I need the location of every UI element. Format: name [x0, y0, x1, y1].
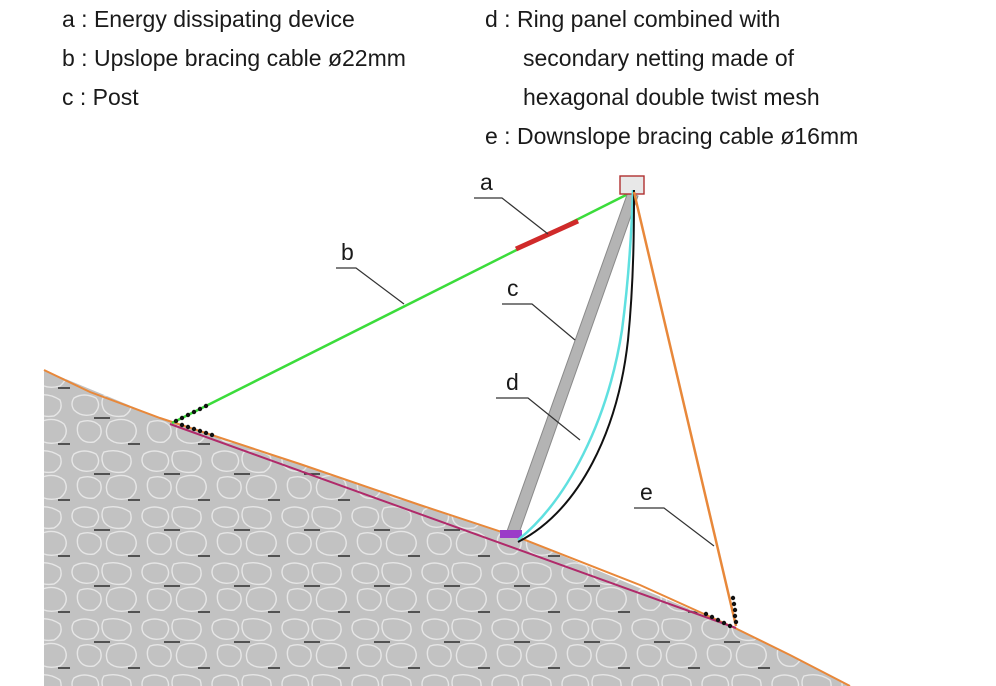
slope-base-line	[169, 423, 737, 629]
legend-item-d-line3: hexagonal double twist mesh	[523, 84, 820, 110]
legend-item-e: e : Downslope bracing cable ø16mm	[485, 123, 859, 149]
post-base-plate	[500, 530, 522, 538]
upslope-anchor	[173, 403, 215, 438]
legend-item-b: b : Upslope bracing cable ø22mm	[62, 45, 406, 71]
ground-slope	[44, 370, 850, 686]
legend-left: a : Energy dissipating device b : Upslop…	[62, 0, 406, 117]
label-a: a	[480, 169, 493, 195]
legend-item-a: a : Energy dissipating device	[62, 6, 355, 32]
downslope-bracing-cable	[632, 191, 738, 627]
label-b: b	[341, 239, 354, 265]
slope-surface-line	[43, 369, 851, 686]
legend-right: d : Ring panel combined with secondary n…	[485, 0, 858, 156]
legend-item-d-line1: d : Ring panel combined with	[485, 6, 781, 32]
legend-item-c: c : Post	[62, 84, 139, 110]
downslope-anchor	[703, 595, 739, 629]
label-c: c	[507, 275, 519, 301]
label-d: d	[506, 369, 519, 395]
energy-dissipating-device	[514, 218, 580, 252]
ring-net-cyan	[517, 189, 635, 541]
ring-net-outer	[517, 189, 635, 543]
legend-item-d-line2: secondary netting made of	[523, 45, 795, 71]
leader-lines	[336, 197, 715, 547]
label-e: e	[640, 479, 653, 505]
